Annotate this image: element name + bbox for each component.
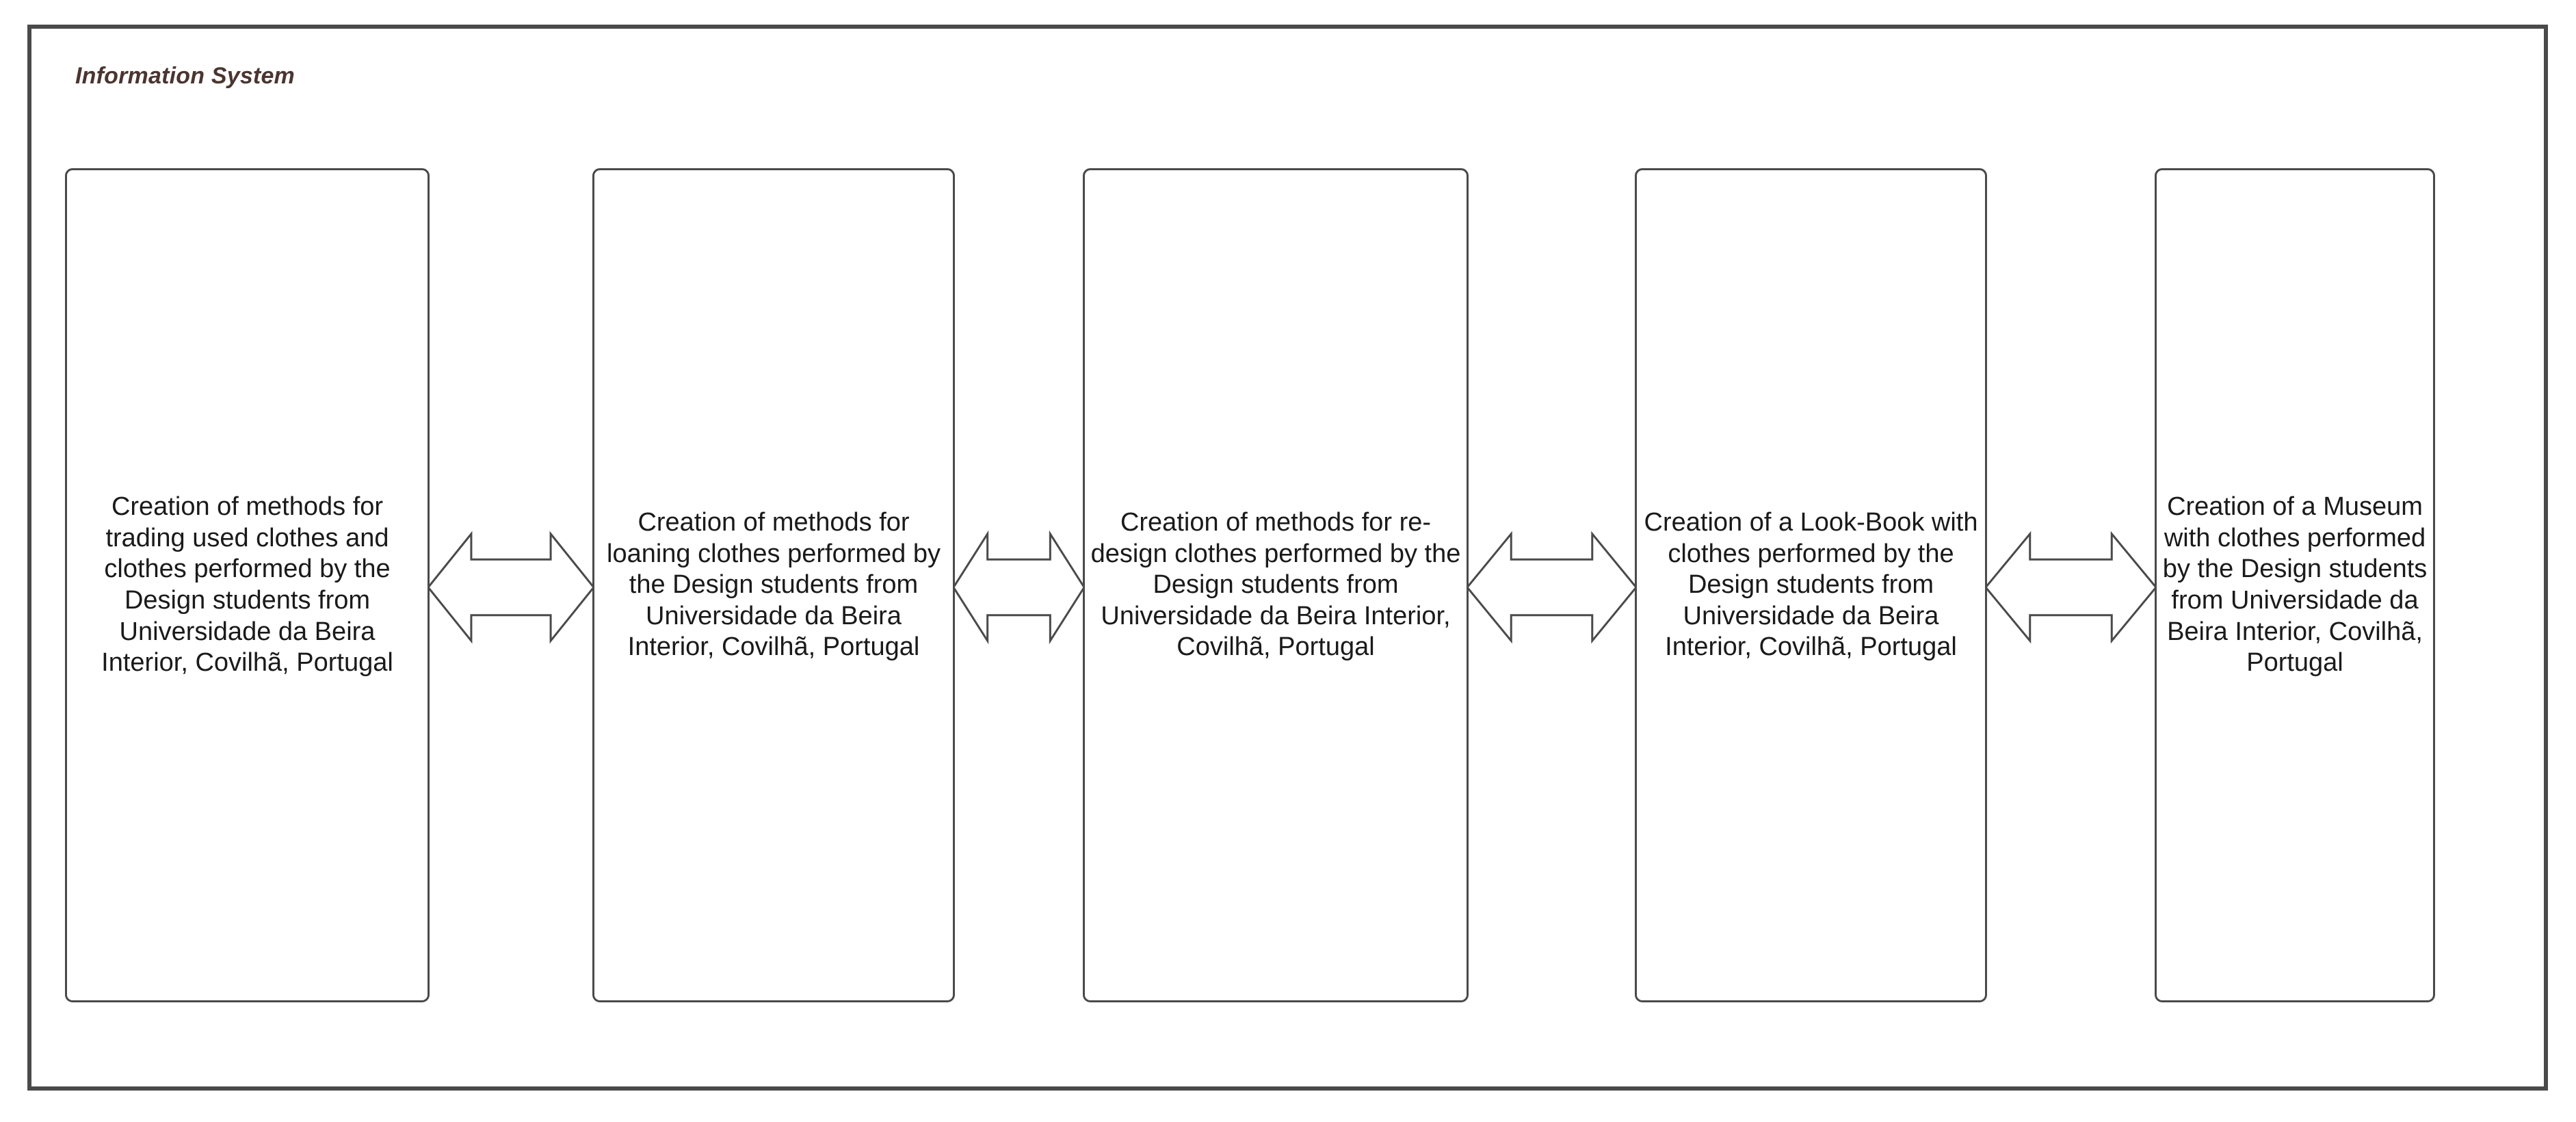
process-box-label: Creation of methods for loaning clothes …	[607, 508, 941, 662]
process-box-label: Creation of a Look-Book with clothes per…	[1644, 508, 1978, 662]
double-headed-arrow-icon	[1986, 529, 2156, 645]
process-box-loaning-clothes[interactable]: Creation of methods for loaning clothes …	[592, 168, 955, 1002]
process-box-museum[interactable]: Creation of a Museum with clothes perfor…	[2155, 168, 2435, 1002]
double-headed-arrow-icon	[954, 529, 1084, 645]
double-headed-arrow-icon	[428, 529, 594, 645]
system-title-label: Information System	[75, 63, 295, 89]
process-box-trading-used-clothes[interactable]: Creation of methods for trading used clo…	[65, 168, 430, 1002]
process-box-label: Creation of a Museum with clothes perfor…	[2162, 492, 2428, 678]
process-box-re-design-clothes[interactable]: Creation of methods for re-design clothe…	[1083, 168, 1469, 1002]
process-box-label: Creation of methods for trading used clo…	[101, 492, 393, 678]
process-box-label: Creation of methods for re-design clothe…	[1090, 508, 1461, 662]
double-headed-arrow-icon	[1467, 529, 1636, 645]
process-box-look-book[interactable]: Creation of a Look-Book with clothes per…	[1635, 168, 1987, 1002]
